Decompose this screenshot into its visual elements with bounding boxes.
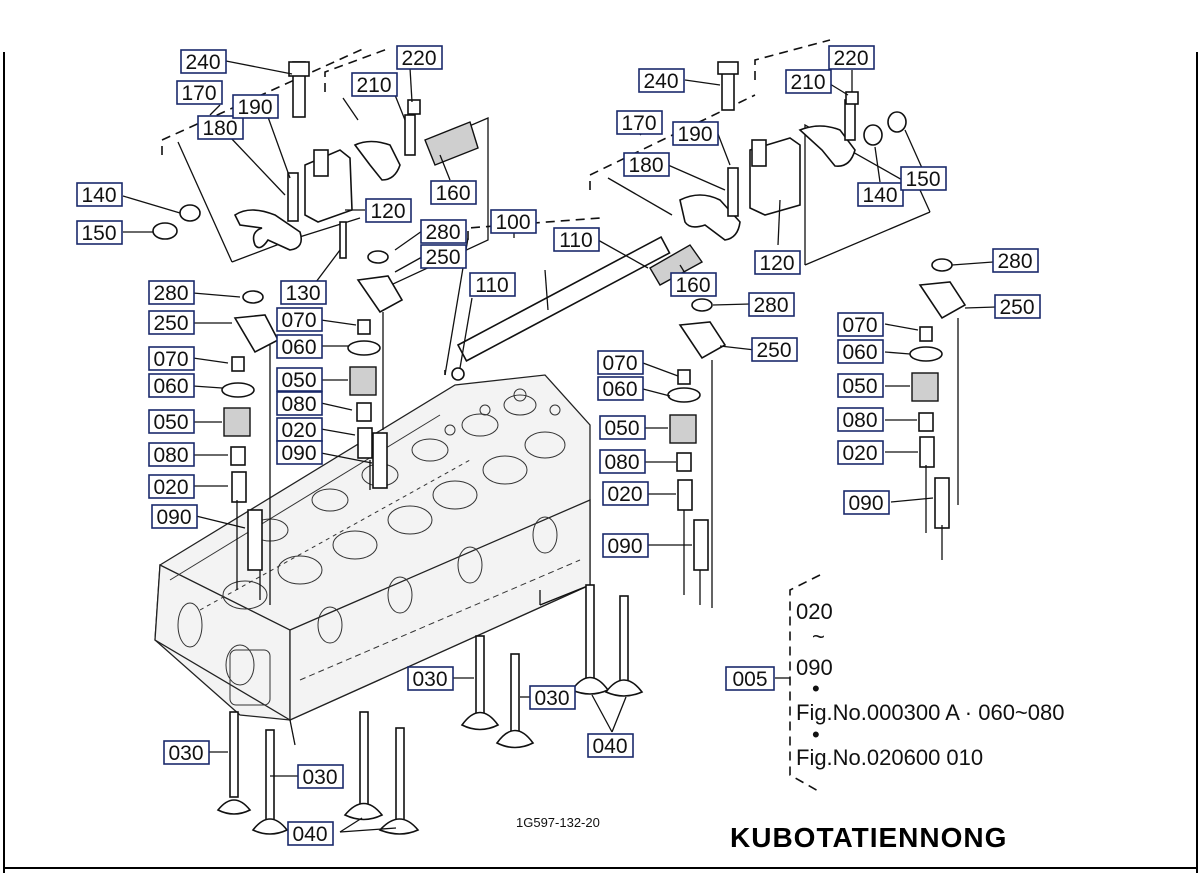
callout-020: 020: [281, 419, 316, 442]
callout-130: 130: [285, 282, 320, 305]
callout-050: 050: [604, 417, 639, 440]
range-symbol: ~: [812, 624, 825, 649]
drawing-number: 1G597-132-20: [516, 815, 600, 830]
callout-030: 030: [302, 766, 337, 789]
callout-280: 280: [753, 294, 788, 317]
callout-280: 280: [997, 250, 1032, 273]
callout-150: 150: [81, 222, 116, 245]
callout-020: 020: [607, 483, 642, 506]
callout-160: 160: [435, 182, 470, 205]
callout-070: 070: [281, 309, 316, 332]
callout-180: 180: [628, 154, 663, 177]
valve-center-1: [460, 635, 500, 731]
cylinder-head: [154, 374, 591, 746]
callout-220: 220: [833, 47, 868, 70]
callout-280: 280: [153, 282, 188, 305]
callout-110: 110: [559, 229, 592, 252]
valve-lower-left-2: [251, 729, 289, 835]
callout-090: 090: [156, 506, 191, 529]
valve-stack-right-a: [667, 298, 727, 608]
callout-160: 160: [675, 274, 710, 297]
callout-240: 240: [643, 70, 678, 93]
callout-210: 210: [790, 71, 825, 94]
valve-stack-left-a: [221, 290, 280, 605]
callout-070: 070: [153, 348, 188, 371]
range-end: 090: [796, 655, 833, 680]
callout-090: 090: [281, 442, 316, 465]
callout-080: 080: [604, 451, 639, 474]
callout-070: 070: [842, 314, 877, 337]
callout-250: 250: [425, 246, 460, 269]
watermark-text: KUBOTATIENNONG: [730, 822, 1007, 853]
leader-lines: [122, 60, 997, 833]
callout-090: 090: [607, 535, 642, 558]
valve-stack-right-b: [909, 258, 967, 560]
callout-140: 140: [862, 184, 897, 207]
callout-090: 090: [848, 492, 883, 515]
callout-150: 150: [905, 168, 940, 191]
callout-040: 040: [292, 823, 327, 846]
group-label-005: 005: [732, 668, 767, 691]
callout-280: 280: [425, 221, 460, 244]
callout-050: 050: [281, 369, 316, 392]
valve-lower-left-1: [216, 711, 252, 815]
valve-lower-mid-1: [343, 711, 384, 821]
valves: [216, 584, 644, 835]
callout-250: 250: [756, 339, 791, 362]
callout-060: 060: [281, 336, 316, 359]
callout-220: 220: [401, 47, 436, 70]
callout-050: 050: [153, 411, 188, 434]
callout-080: 080: [281, 393, 316, 416]
callout-190: 190: [677, 123, 712, 146]
callout-020: 020: [153, 476, 188, 499]
callout-030: 030: [412, 668, 447, 691]
reference-line-2: Fig.No.020600 010: [796, 745, 983, 770]
callout-050: 050: [842, 375, 877, 398]
callout-170: 170: [621, 112, 656, 135]
left-rocker-assembly: [152, 47, 489, 291]
callout-020: 020: [842, 442, 877, 465]
callout-060: 060: [153, 375, 188, 398]
bullet-2: •: [812, 722, 820, 747]
callout-210: 210: [356, 74, 391, 97]
callout-140: 140: [81, 184, 116, 207]
callout-080: 080: [153, 444, 188, 467]
valve-center-2: [495, 653, 535, 749]
callout-070: 070: [602, 352, 637, 375]
reference-note: 005 020 ~ 090 • Fig.No.000300 A · 060~08…: [725, 574, 1065, 793]
callout-030: 030: [168, 742, 203, 765]
callout-labels: 240 170 180 190 210 220 140 150 120 160 …: [76, 45, 1041, 846]
callout-250: 250: [999, 296, 1034, 319]
callout-030: 030: [534, 687, 569, 710]
callout-120: 120: [370, 200, 405, 223]
callout-060: 060: [602, 378, 637, 401]
valve-right-1: [570, 584, 610, 695]
callout-170: 170: [181, 82, 216, 105]
callout-240: 240: [185, 51, 220, 74]
reference-line-1: Fig.No.000300 A · 060~080: [796, 700, 1065, 725]
callout-180: 180: [202, 117, 237, 140]
valve-stack-left-b: [347, 250, 404, 490]
callout-080: 080: [842, 409, 877, 432]
range-start: 020: [796, 599, 833, 624]
callout-100: 100: [495, 211, 530, 234]
callout-120: 120: [759, 252, 794, 275]
callout-110: 110: [475, 274, 508, 297]
callout-250: 250: [153, 312, 188, 335]
callout-040: 040: [592, 735, 627, 758]
bullet-1: •: [812, 676, 820, 701]
valve-lower-mid-2: [378, 727, 420, 835]
callout-060: 060: [842, 341, 877, 364]
callout-190: 190: [237, 96, 272, 119]
right-rocker-assembly: [589, 39, 931, 266]
valve-right-2: [604, 595, 644, 697]
